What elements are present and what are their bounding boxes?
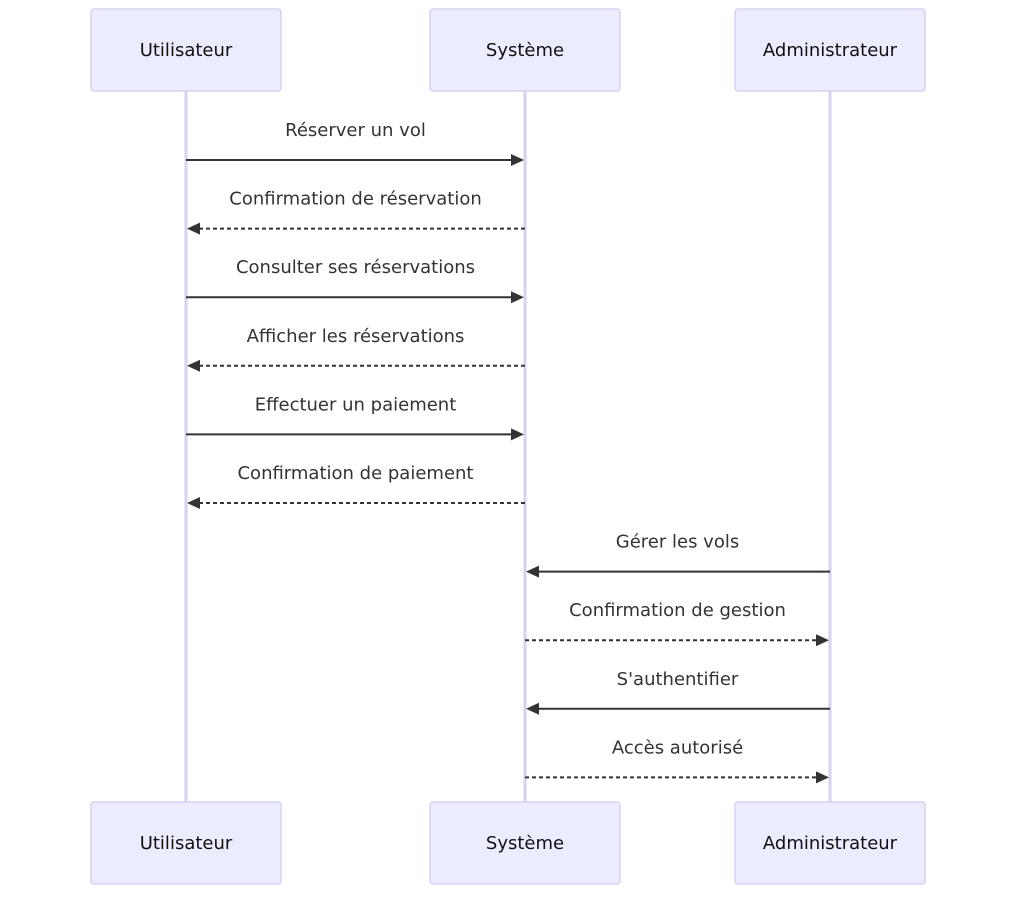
participant-box <box>734 8 926 92</box>
arrowhead-icon <box>526 565 539 578</box>
message-label: Consulter ses réservations <box>236 257 475 278</box>
participant-box <box>429 8 621 92</box>
participant-label: Utilisateur <box>140 833 233 854</box>
arrowhead-icon <box>816 634 829 647</box>
message-7: Gérer les vols <box>526 532 830 578</box>
message-label: Afficher les réservations <box>247 326 465 347</box>
message-9: S'authentifier <box>526 669 830 715</box>
participant-systeme-top: Système <box>429 8 621 92</box>
message-label: S'authentifier <box>617 669 739 690</box>
arrowhead-icon <box>187 359 200 372</box>
message-1: Réserver un vol <box>186 120 524 166</box>
participant-utilisateur-bottom: Utilisateur <box>90 801 282 885</box>
message-4: Afficher les réservations <box>187 326 525 372</box>
message-label: Confirmation de réservation <box>229 189 482 210</box>
participant-box <box>429 801 621 885</box>
arrowhead-icon <box>187 497 200 509</box>
message-2: Confirmation de réservation <box>187 189 525 235</box>
arrowhead-icon <box>526 702 539 715</box>
participant-label: Administrateur <box>763 40 898 61</box>
participant-administrateur-top: Administrateur <box>734 8 926 92</box>
participant-systeme-bottom: Système <box>429 801 621 885</box>
arrowhead-icon <box>511 428 524 441</box>
participant-label: Système <box>486 40 564 61</box>
arrowhead-icon <box>511 291 524 304</box>
message-label: Gérer les vols <box>616 532 739 553</box>
participant-label: Système <box>486 833 564 854</box>
arrowhead-icon <box>816 771 829 784</box>
arrowhead-icon <box>511 154 524 166</box>
participant-label: Utilisateur <box>140 40 233 61</box>
message-8: Confirmation de gestion <box>525 600 829 647</box>
message-3: Consulter ses réservations <box>186 257 524 304</box>
participant-utilisateur-top: Utilisateur <box>90 8 282 92</box>
participant-administrateur-bottom: Administrateur <box>734 801 926 885</box>
participant-label: Administrateur <box>763 833 898 854</box>
participant-box <box>734 801 926 885</box>
message-label: Réserver un vol <box>285 120 426 141</box>
arrowhead-icon <box>187 222 200 235</box>
message-5: Effectuer un paiement <box>186 394 524 441</box>
message-label: Accès autorisé <box>612 737 743 758</box>
message-6: Confirmation de paiement <box>187 463 525 509</box>
participant-box <box>90 8 282 92</box>
lifelines <box>184 91 832 802</box>
message-label: Effectuer un paiement <box>255 394 457 415</box>
message-label: Confirmation de gestion <box>569 600 786 621</box>
message-label: Confirmation de paiement <box>237 463 473 484</box>
message-10: Accès autorisé <box>525 737 829 784</box>
participant-box <box>90 801 282 885</box>
